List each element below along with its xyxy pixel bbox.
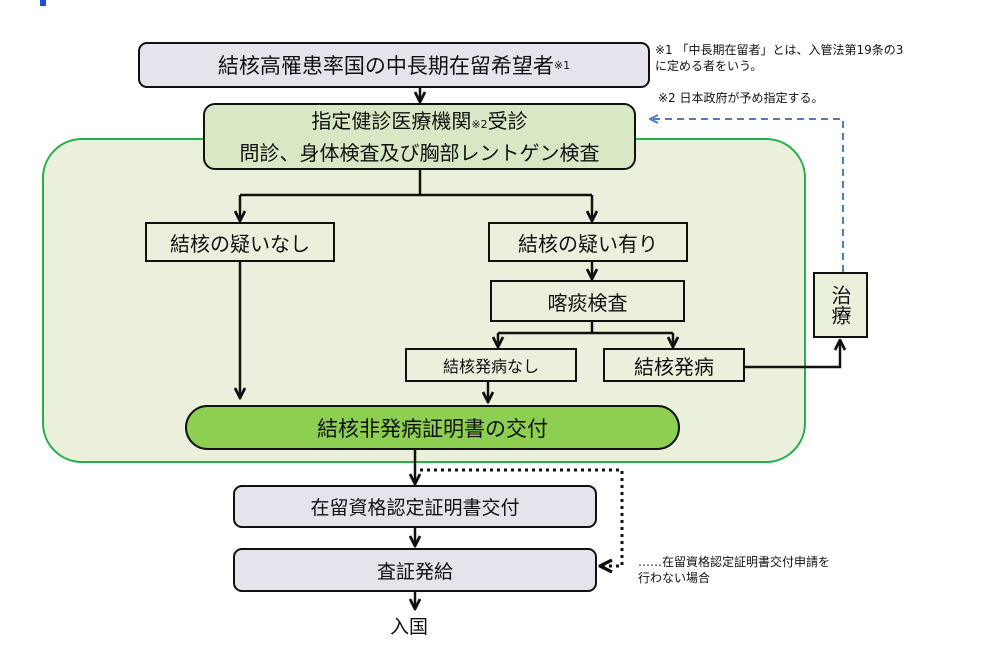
certificate-label: 結核非発病証明書の交付 xyxy=(317,416,548,441)
sputum-test-label: 喀痰検査 xyxy=(547,290,628,315)
coe-issue-box: 在留資格認定証明書交付 xyxy=(233,485,597,528)
certificate-box: 結核非発病証明書の交付 xyxy=(185,405,680,450)
coe-issue-label: 在留資格認定証明書交付 xyxy=(310,497,520,519)
footnote-1: ※1 「中長期在留者」とは、入管法第19条の3 に定める者をいう。 xyxy=(655,42,903,74)
visa-issue-box: 査証発給 xyxy=(233,548,597,592)
arrow-onset-to-treatment xyxy=(745,340,840,369)
visa-issue-label: 査証発給 xyxy=(376,560,453,583)
entry-label: 入国 xyxy=(390,616,429,638)
dotted-legend-line1: ……在留資格認定証明書交付申請を xyxy=(638,555,831,569)
footnote-1-line2: に定める者をいう。 xyxy=(655,59,763,73)
suspicion-label: 結核の疑い有り xyxy=(518,231,658,256)
note1-mark: ※1 xyxy=(553,58,571,72)
onset-box: 結核発病 xyxy=(603,348,745,382)
clinic-label: 指定健診医療機関 xyxy=(311,108,472,133)
sputum-test-box: 喀痰検査 xyxy=(490,280,685,322)
clinic-exams-label: 問診、身体検査及び胸部レントゲン検査 xyxy=(239,140,600,165)
no-onset-label: 結核発病なし xyxy=(442,357,539,376)
note2-mark: ※2 xyxy=(471,117,488,131)
applicant-box: 結核高罹患率国の中長期在留希望者※1 xyxy=(138,42,650,88)
dashed-retreatment-arrow xyxy=(650,119,844,272)
no-onset-box: 結核発病なし xyxy=(405,348,577,382)
treatment-box: 治療 xyxy=(813,272,868,338)
onset-label: 結核発病 xyxy=(634,354,714,379)
applicant-label: 結核高罹患率国の中長期在留希望者 xyxy=(217,54,554,78)
dotted-legend-line2: 行わない場合 xyxy=(638,571,711,585)
line-sputum-split xyxy=(498,322,673,335)
dotted-line-legend: ……在留資格認定証明書交付申請を 行わない場合 xyxy=(638,554,830,586)
suspicion-box: 結核の疑い有り xyxy=(488,222,688,262)
no-suspicion-box: 結核の疑いなし xyxy=(145,222,335,262)
clinic-visit-label: 受診 xyxy=(487,108,528,133)
footnote-1-line1: ※1 「中長期在留者」とは、入管法第19条の3 xyxy=(655,43,904,57)
footnote-2: ※2 日本政府が予め指定する。 xyxy=(658,91,824,105)
treatment-label: 治療 xyxy=(828,285,852,325)
no-suspicion-label: 結核の疑いなし xyxy=(170,231,310,256)
corner-mark xyxy=(40,0,46,6)
dotted-bypass-arrow xyxy=(420,468,624,566)
line-clinic-split xyxy=(240,170,592,197)
designated-clinic-box: 指定健診医療機関※2受診 問診、身体検査及び胸部レントゲン検査 xyxy=(203,103,636,170)
